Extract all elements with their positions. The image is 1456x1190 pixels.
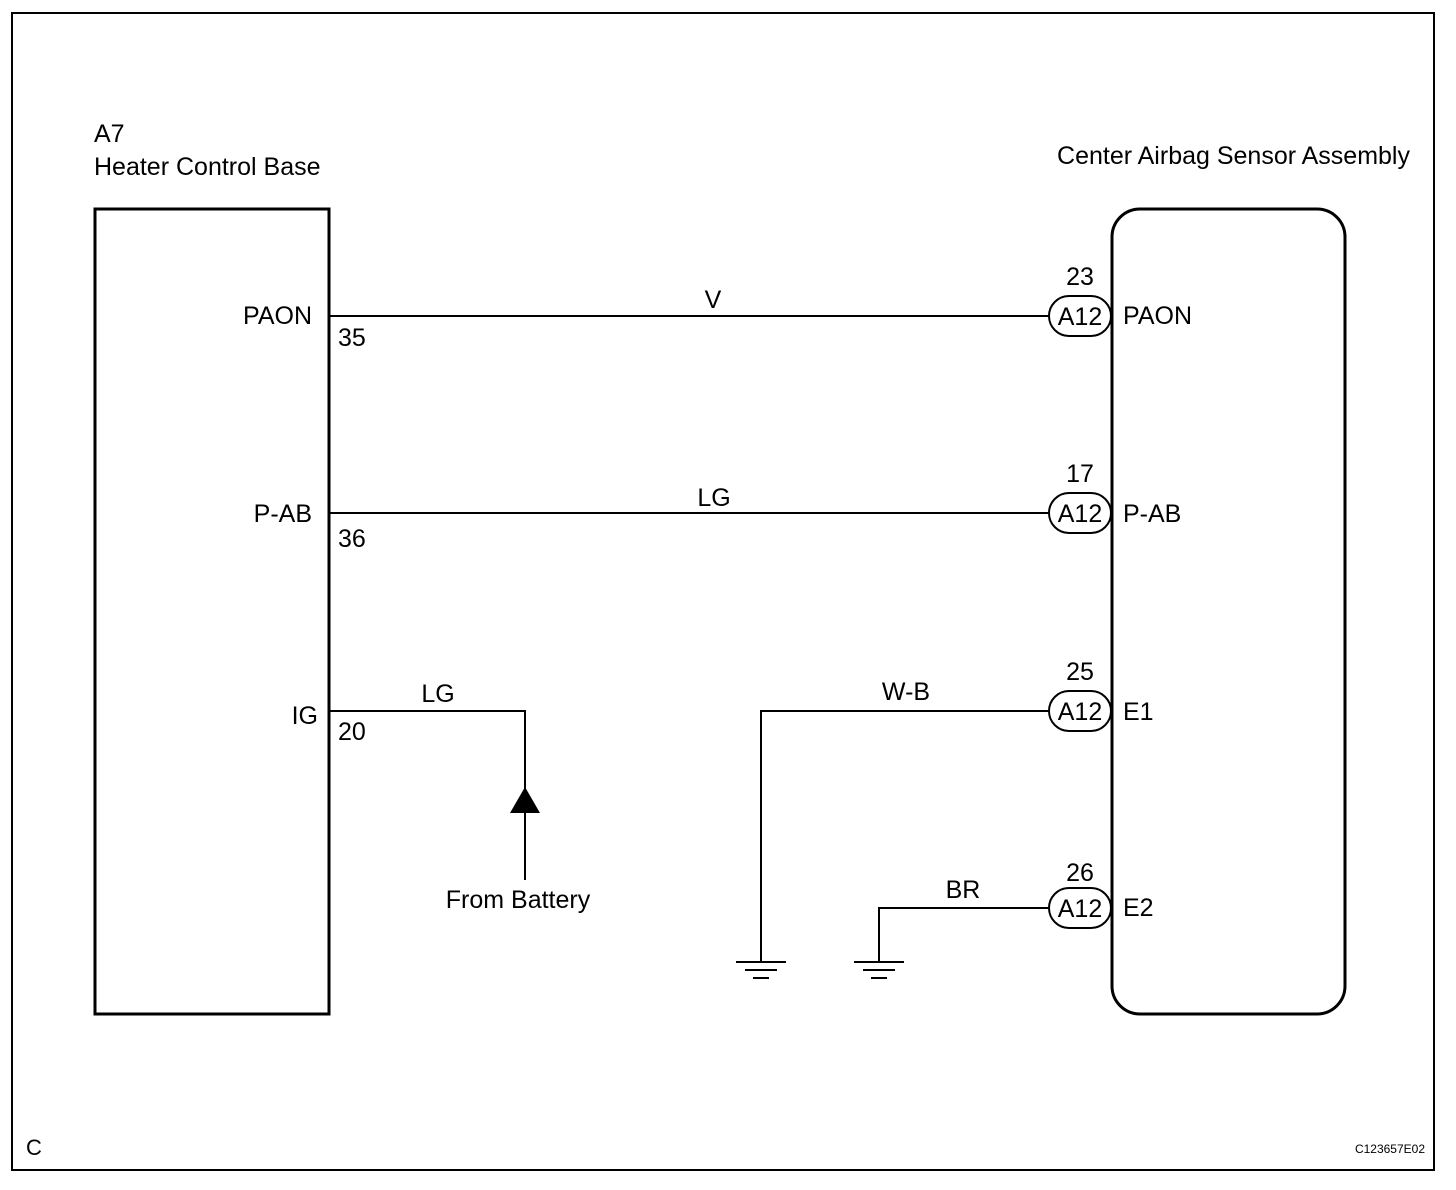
connector-label: A12 [1058, 303, 1102, 331]
right-terminal-e2: E2 [1123, 894, 1154, 922]
outer-frame [11, 12, 1435, 1171]
battery-arrow-icon [510, 787, 540, 813]
connector-label: A12 [1058, 895, 1102, 923]
left-pin-35: 35 [338, 324, 366, 352]
right-terminal-pab: P-AB [1123, 500, 1181, 528]
connector-pab: 17 A12 [1048, 460, 1112, 534]
right-pin-26: 26 [1066, 859, 1094, 887]
connector-paon: 23 A12 [1048, 263, 1112, 337]
center-airbag-sensor-box [1110, 207, 1347, 1016]
wire-ig [329, 710, 526, 880]
left-component-code: A7 [94, 120, 125, 148]
figure-code: C123657E02 [1355, 1142, 1425, 1156]
wire-pab-color: LG [697, 484, 730, 512]
ground-e1-icon [736, 961, 786, 979]
connector-label: A12 [1058, 500, 1102, 528]
connector-e1: 25 A12 [1048, 658, 1112, 732]
right-terminal-e1: E1 [1123, 698, 1154, 726]
wire-e2 [878, 907, 1050, 962]
left-terminal-pab: P-AB [254, 500, 312, 528]
wire-ig-color: LG [421, 680, 454, 708]
wire-e1 [760, 710, 1050, 962]
left-terminal-ig: IG [292, 702, 318, 730]
left-component-name: Heater Control Base [94, 153, 321, 181]
left-pin-36: 36 [338, 525, 366, 553]
right-pin-25: 25 [1066, 658, 1094, 686]
ground-e2-icon [854, 961, 904, 979]
heater-control-base-box [93, 207, 331, 1016]
wire-paon-color: V [705, 286, 722, 314]
right-component-name: Center Airbag Sensor Assembly [1057, 142, 1410, 170]
right-pin-17: 17 [1066, 460, 1094, 488]
battery-label: From Battery [446, 886, 591, 914]
wire-e2-color: BR [946, 876, 981, 904]
left-pin-20: 20 [338, 718, 366, 746]
connector-label: A12 [1058, 698, 1102, 726]
wire-e1-color: W-B [882, 678, 930, 706]
left-terminal-paon: PAON [243, 302, 312, 330]
right-terminal-paon: PAON [1123, 302, 1192, 330]
connector-e2: 26 A12 [1048, 859, 1112, 929]
right-pin-23: 23 [1066, 263, 1094, 291]
corner-letter: C [26, 1135, 42, 1160]
